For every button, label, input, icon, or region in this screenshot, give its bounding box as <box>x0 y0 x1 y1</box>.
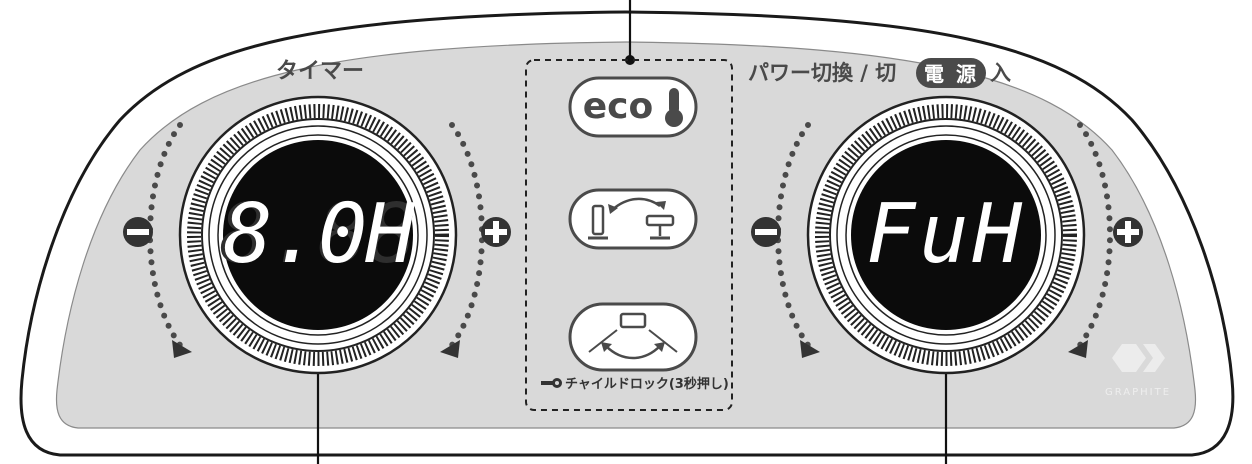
timer-display <box>223 140 413 330</box>
center-button-group <box>525 59 733 411</box>
timer-dial[interactable]: 8.88 8.0H <box>178 95 458 375</box>
arrow-left-dial-right <box>440 340 460 358</box>
eco-label: eco <box>583 86 654 127</box>
leader-dot-top <box>625 55 635 65</box>
rotate-button[interactable] <box>568 188 698 250</box>
swing-icon <box>588 312 678 360</box>
thermometer-icon <box>665 88 683 127</box>
power-display <box>851 140 1041 330</box>
dial-knurl-ring <box>187 104 449 366</box>
timer-display-ghost: 8.88 <box>219 187 416 282</box>
arrow-left-dial-left <box>172 340 192 358</box>
arrow-right-dial-right <box>1068 340 1088 358</box>
timer-minus-button[interactable] <box>123 217 153 247</box>
timer-plus-button[interactable] <box>481 217 511 247</box>
power-minus-button[interactable] <box>751 217 781 247</box>
power-plus-button[interactable] <box>1113 217 1143 247</box>
power-badge-char-2: 源 <box>956 62 976 86</box>
power-badge: 電 源 <box>916 58 986 88</box>
key-icon <box>541 378 562 388</box>
arrow-right-dial-left <box>800 340 820 358</box>
swing-button[interactable] <box>568 302 698 372</box>
child-lock-label: チャイルドロック(3秒押し) <box>565 376 729 392</box>
brand-name: GRAPHITE <box>1105 387 1171 398</box>
brand-logo: GRAPHITE <box>1105 344 1171 398</box>
timer-display-value: 8.0H <box>223 187 415 282</box>
power-label-on: 入 <box>990 61 1011 85</box>
power-display-value: FuH <box>866 187 1026 282</box>
power-badge-char-1: 電 <box>924 62 944 86</box>
eco-button[interactable]: eco <box>568 76 698 138</box>
power-dial[interactable]: FuH <box>806 95 1086 375</box>
power-label: パワー切換 / 切 <box>748 61 896 85</box>
dial-knurl-ring <box>815 104 1077 366</box>
rotate-icon <box>588 197 675 240</box>
timer-label: タイマー <box>276 59 364 84</box>
